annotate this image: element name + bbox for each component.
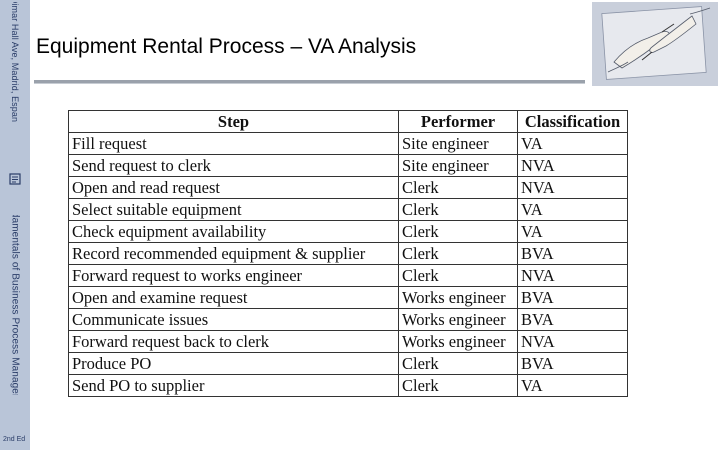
- classification-cell: NVA: [517, 176, 628, 199]
- step-cell: Check equipment availability: [68, 220, 399, 243]
- classification-cell: BVA: [517, 308, 628, 331]
- table-row: Produce PO Clerk BVA: [68, 352, 628, 375]
- classification-cell: VA: [517, 132, 628, 155]
- table-row: Open and read request Clerk NVA: [68, 176, 628, 199]
- performer-cell: Clerk: [398, 176, 518, 199]
- classification-cell: BVA: [517, 242, 628, 265]
- performer-cell: Works engineer: [398, 308, 518, 331]
- table-row: Fill request Site engineer VA: [68, 132, 628, 155]
- step-cell: Forward request back to clerk: [68, 330, 399, 353]
- performer-cell: Clerk: [398, 264, 518, 287]
- sidebar: Dimar Hall Ave, Madrid, Espana Fundament…: [0, 0, 30, 450]
- step-cell: Open and read request: [68, 176, 399, 199]
- step-cell: Produce PO: [68, 352, 399, 375]
- step-cell: Send PO to supplier: [68, 374, 399, 397]
- sidebar-book-title: Fundamentals of Business Process Managem…: [9, 215, 21, 395]
- performer-cell: Site engineer: [398, 132, 518, 155]
- step-cell: Record recommended equipment & supplier: [68, 242, 399, 265]
- table-header-row: Step Performer Classification: [68, 110, 628, 133]
- header-performer: Performer: [398, 110, 518, 133]
- performer-cell: Works engineer: [398, 286, 518, 309]
- performer-cell: Works engineer: [398, 330, 518, 353]
- classification-cell: VA: [517, 198, 628, 221]
- sidebar-top-text: Dimar Hall Ave, Madrid, Espana: [10, 2, 21, 122]
- title-divider: [34, 80, 585, 84]
- va-analysis-table: Step Performer Classification Fill reque…: [68, 110, 628, 397]
- table-row: Send request to clerk Site engineer NVA: [68, 154, 628, 177]
- step-cell: Send request to clerk: [68, 154, 399, 177]
- classification-cell: BVA: [517, 352, 628, 375]
- classification-cell: VA: [517, 220, 628, 243]
- step-cell: Forward request to works engineer: [68, 264, 399, 287]
- step-cell: Communicate issues: [68, 308, 399, 331]
- performer-cell: Clerk: [398, 198, 518, 221]
- table-row: Open and examine request Works engineer …: [68, 286, 628, 309]
- table-row: Communicate issues Works engineer BVA: [68, 308, 628, 331]
- classification-cell: NVA: [517, 264, 628, 287]
- slide-title: Equipment Rental Process – VA Analysis: [36, 35, 417, 58]
- performer-cell: Site engineer: [398, 154, 518, 177]
- performer-cell: Clerk: [398, 220, 518, 243]
- table-row: Check equipment availability Clerk VA: [68, 220, 628, 243]
- document-icon: [9, 173, 21, 185]
- classification-cell: NVA: [517, 154, 628, 177]
- header-classification: Classification: [517, 110, 628, 133]
- step-cell: Open and examine request: [68, 286, 399, 309]
- step-cell: Select suitable equipment: [68, 198, 399, 221]
- classification-cell: VA: [517, 374, 628, 397]
- performer-cell: Clerk: [398, 374, 518, 397]
- sidebar-edition: 2nd Ed: [3, 436, 26, 443]
- table-row: Forward request to works engineer Clerk …: [68, 264, 628, 287]
- classification-cell: BVA: [517, 286, 628, 309]
- table-row: Forward request back to clerk Works engi…: [68, 330, 628, 353]
- hand-drawing-illustration: [592, 2, 718, 86]
- performer-cell: Clerk: [398, 242, 518, 265]
- table-row: Send PO to supplier Clerk VA: [68, 374, 628, 397]
- classification-cell: NVA: [517, 330, 628, 353]
- performer-cell: Clerk: [398, 352, 518, 375]
- step-cell: Fill request: [68, 132, 399, 155]
- table-row: Select suitable equipment Clerk VA: [68, 198, 628, 221]
- table-row: Record recommended equipment & supplier …: [68, 242, 628, 265]
- header-step: Step: [68, 110, 399, 133]
